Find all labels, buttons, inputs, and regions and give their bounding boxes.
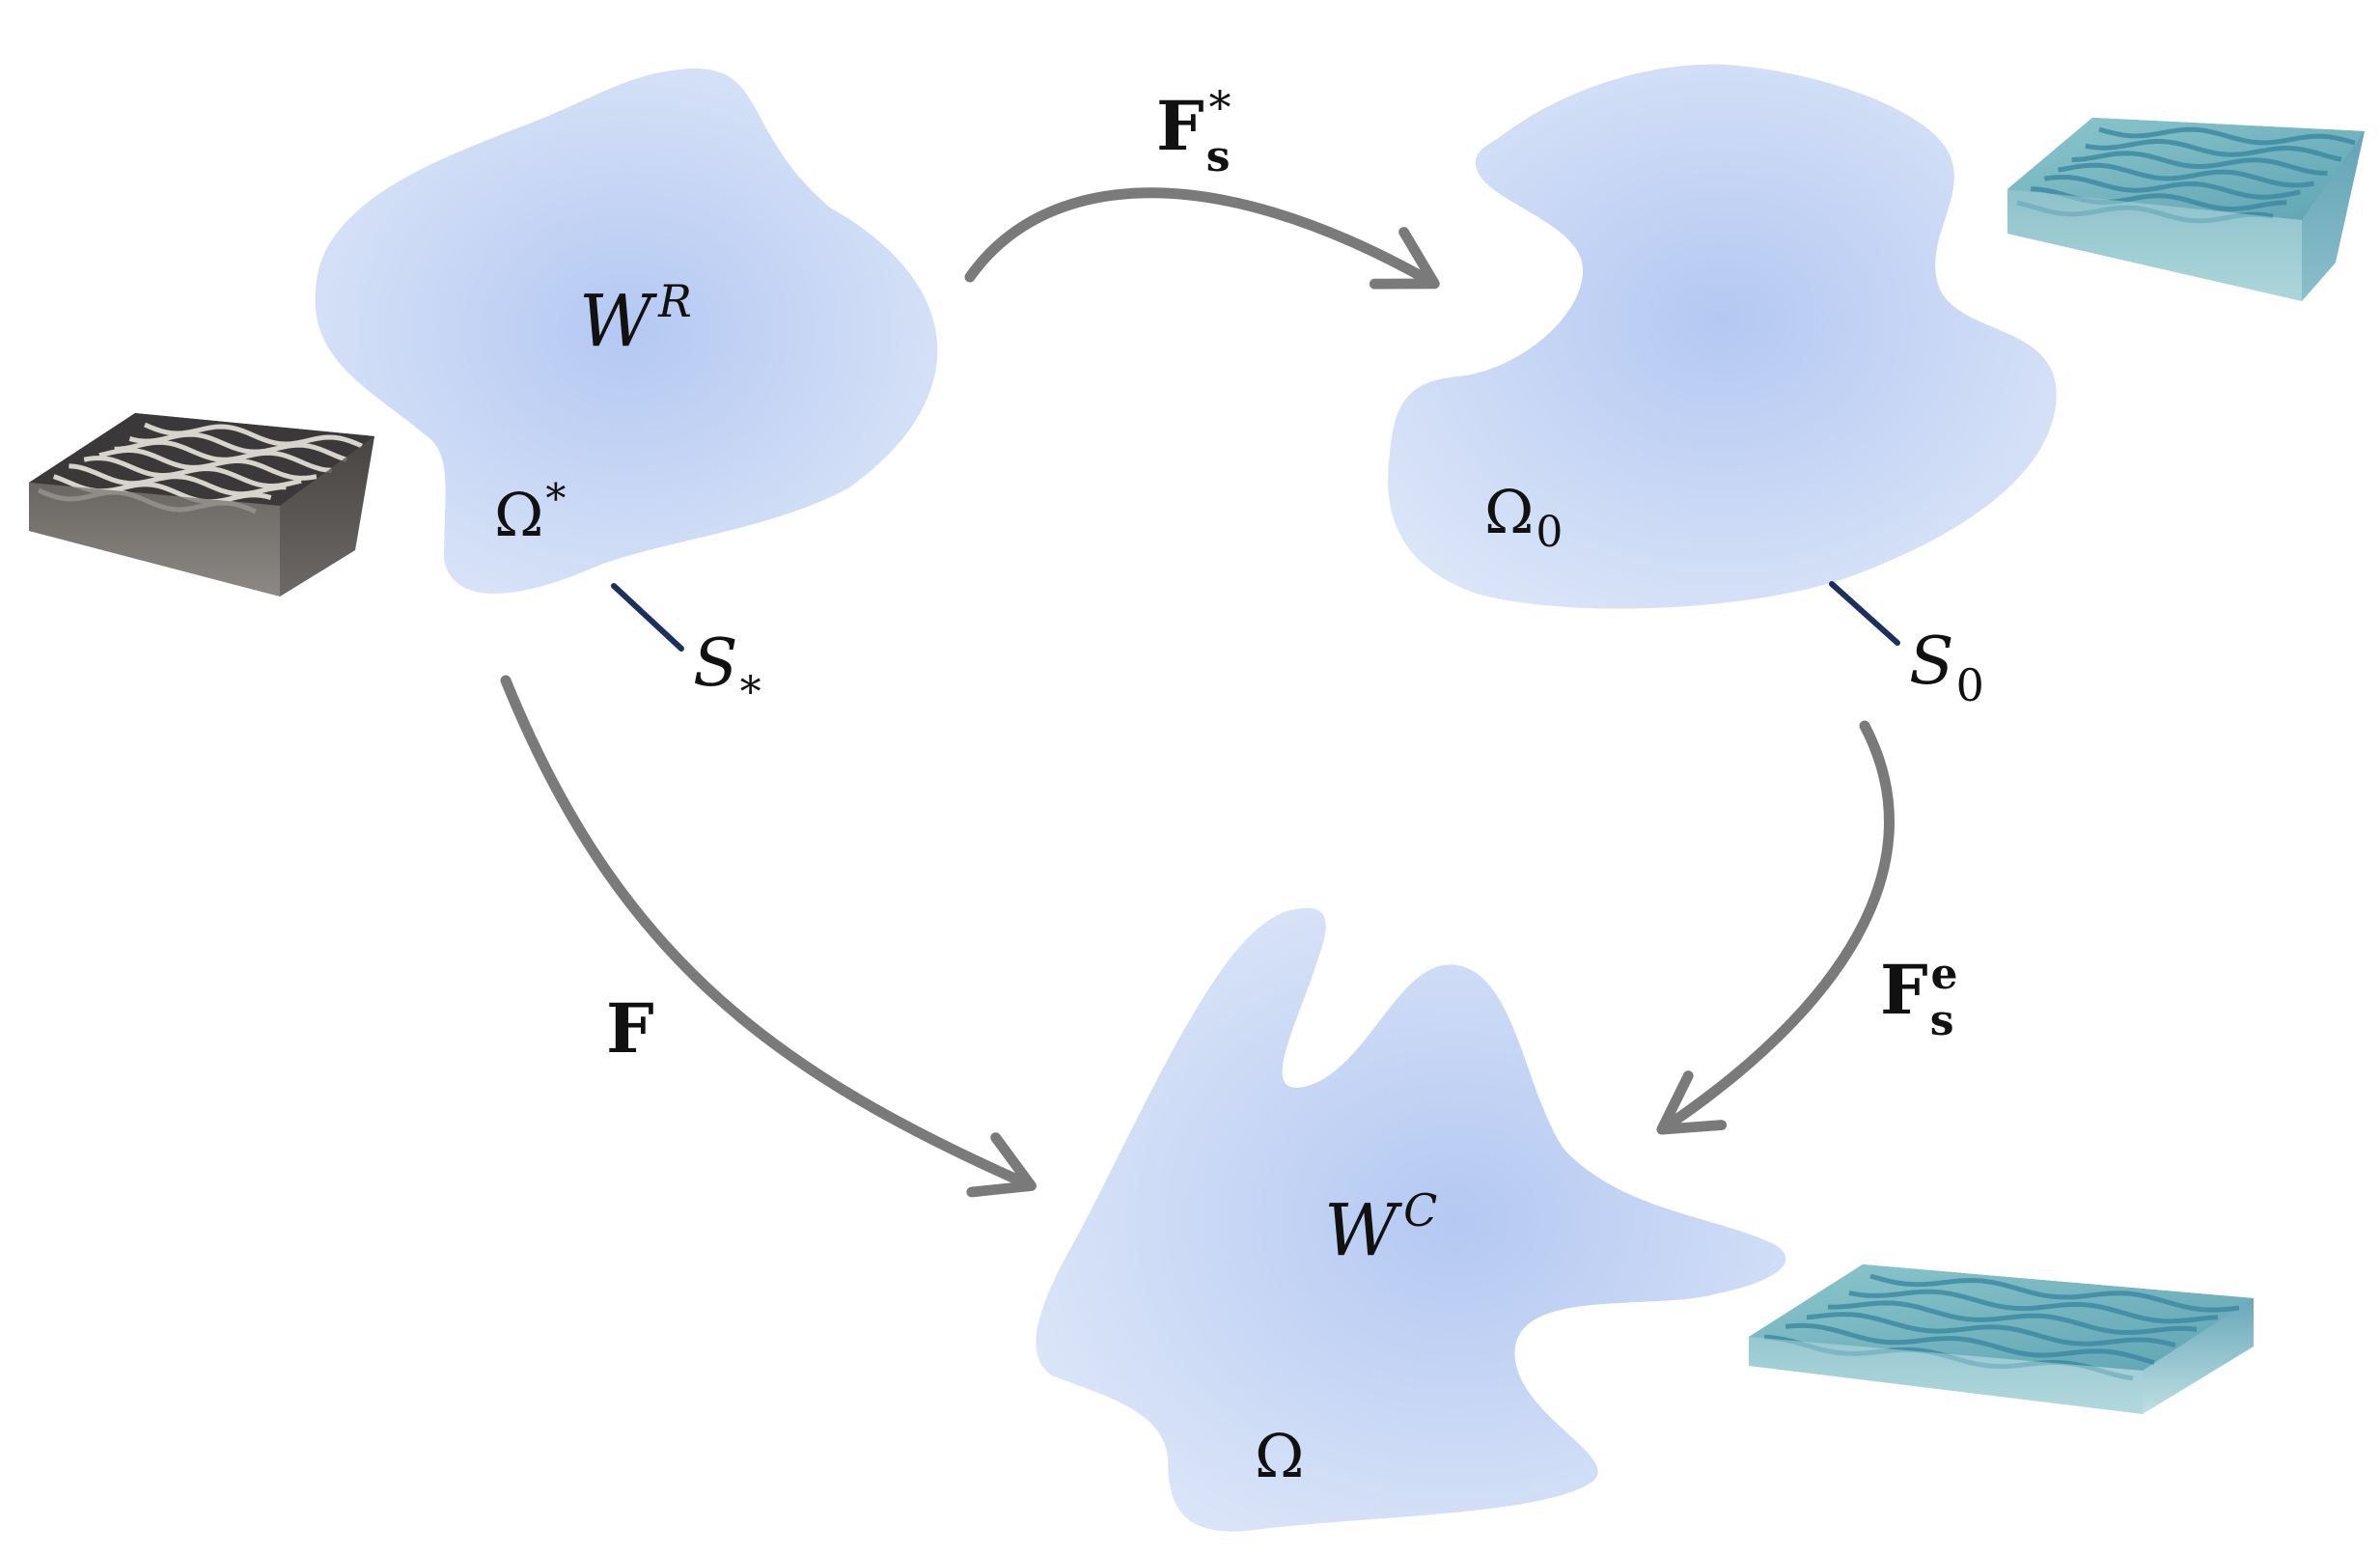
sample-stripe (114, 439, 332, 473)
domain-label-omega-0: Ω0 (1484, 477, 1563, 557)
region-omega (1036, 907, 1786, 1532)
sample-stripe (1848, 1289, 2219, 1324)
domain-label-omega-star: Ω* (494, 475, 566, 550)
sample-stripe (1785, 1322, 2155, 1366)
sample-stripe (98, 448, 318, 481)
dark-sample-image (29, 413, 374, 597)
sample-stripe (1806, 1312, 2176, 1348)
surface-label-s-0: S0 (1909, 624, 1984, 711)
map-label-F: F (606, 988, 654, 1069)
sample-stripe (1828, 1300, 2198, 1335)
sample-stripe (2071, 151, 2328, 176)
arrow-F-s-e (1656, 720, 1895, 1135)
teal-sample-bottom-image (1749, 1264, 2254, 1414)
sample-stripe (83, 456, 302, 488)
surface-line-s-star (611, 583, 684, 652)
map-label-F-s-e: Fse (1880, 950, 1957, 1045)
sample-stripe (1869, 1273, 2240, 1313)
domain-label-omega: Ω (1255, 1421, 1304, 1491)
sample-stripe (128, 431, 348, 462)
surface-line-s-0 (1829, 581, 1900, 646)
map-label-F-s-star: Fs* (1156, 81, 1231, 181)
teal-sample-top-image (2007, 118, 2365, 301)
arrow-F (500, 675, 1037, 1198)
sample-stripe (2085, 139, 2342, 162)
region-omega-star (315, 69, 938, 595)
region-omega-0 (1388, 64, 2057, 609)
sample-stripe (2058, 162, 2314, 188)
sample-stripe (2098, 126, 2356, 146)
arrow-F-s-star (964, 187, 1440, 290)
surface-label-s-star: S* (693, 625, 761, 717)
sample-stripe (2043, 174, 2301, 200)
